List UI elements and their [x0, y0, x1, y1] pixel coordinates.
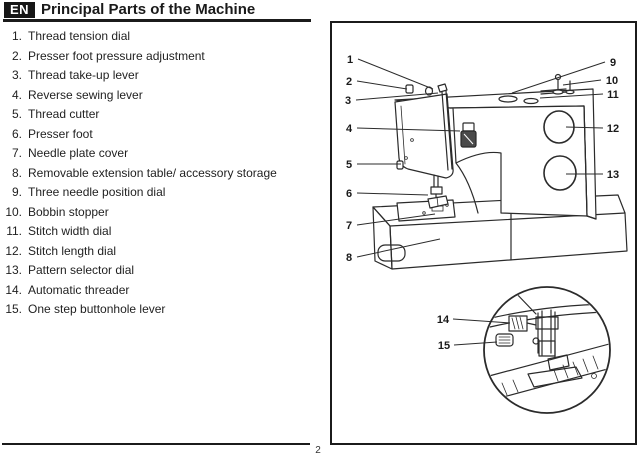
list-item: 11. Stitch width dial: [0, 222, 325, 242]
item-number: 13.: [5, 263, 22, 277]
item-label: Reverse sewing lever: [28, 87, 143, 102]
item-label: One step buttonhole lever: [28, 302, 166, 316]
item-number: 10.: [5, 204, 22, 219]
list-item: 8. Removable extension table/ accessory s…: [0, 164, 325, 184]
list-item: 2. Presser foot pressure adjustment: [0, 47, 325, 67]
list-item: 4. Reverse sewing lever: [0, 86, 325, 106]
sewing-machine-illustration: 1 2 3 4 5 6 7 8 9 10 11 12 13 14 15: [345, 54, 628, 414]
diagram-panel: 1 2 3 4 5 6 7 8 9 10 11 12 13 14 15: [330, 21, 637, 445]
callout-5: 5: [346, 159, 352, 171]
item-number: 2.: [11, 48, 22, 63]
bottom-rule: [2, 443, 310, 445]
leader-lines: [355, 58, 606, 346]
item-label: Presser foot: [28, 126, 93, 141]
take-up-lever: [437, 83, 448, 93]
item-label: Removable extension table/ accessory sto…: [28, 165, 277, 180]
item-label: Presser foot pressure adjustment: [28, 48, 205, 63]
automatic-threader: [508, 315, 537, 332]
parts-list: 1. Thread tension dial 2. Presser foot pre…: [0, 27, 325, 320]
callout-11: 11: [607, 89, 619, 101]
callout-12: 12: [607, 123, 619, 135]
list-item: 3. Thread take-up lever: [0, 66, 325, 86]
list-item: 12. Stitch length dial: [0, 242, 325, 262]
item-label: Thread tension dial: [28, 29, 131, 43]
machine-head: [394, 83, 454, 209]
item-number: 7.: [11, 146, 22, 160]
item-label: Needle plate cover: [28, 146, 129, 160]
list-item: 10. Bobbin stopper: [0, 203, 325, 223]
language-badge: EN: [4, 2, 35, 18]
pattern-selector-dial: [543, 155, 577, 191]
list-item: 9. Three needle position dial: [0, 183, 325, 203]
callout-8: 8: [346, 252, 352, 264]
callout-3: 3: [345, 95, 351, 107]
presser-foot: [427, 174, 449, 209]
callout-4: 4: [346, 123, 353, 135]
item-label: Thread take-up lever: [28, 68, 139, 82]
page-title: Principal Parts of the Machine: [41, 1, 256, 18]
item-label: Three needle position dial: [28, 185, 166, 199]
callout-14: 14: [437, 314, 450, 326]
detail-circle: [483, 286, 611, 414]
item-number: 8.: [11, 165, 22, 180]
callout-2: 2: [346, 76, 352, 88]
list-item: 5. Thread cutter: [0, 105, 325, 125]
list-item: 1. Thread tension dial: [0, 27, 325, 47]
item-label: Thread cutter: [28, 107, 100, 121]
list-item: 14. Automatic threader: [0, 281, 325, 301]
list-item: 6. Presser foot: [0, 125, 325, 145]
item-number: 15.: [5, 302, 22, 316]
callout-6: 6: [346, 188, 352, 200]
callout-15: 15: [438, 340, 450, 352]
item-number: 3.: [11, 68, 22, 82]
item-label: Stitch width dial: [28, 224, 112, 238]
item-number: 14.: [5, 282, 22, 297]
callout-1: 1: [347, 54, 353, 66]
item-label: Stitch length dial: [28, 243, 117, 258]
callout-7: 7: [346, 220, 352, 232]
list-item: 15. One step buttonhole lever: [0, 300, 325, 320]
list-item: 13. Pattern selector dial: [0, 261, 325, 281]
title-rule: [3, 19, 311, 22]
thread-cutter: [396, 160, 404, 170]
item-number: 12.: [5, 243, 22, 258]
item-label: Bobbin stopper: [28, 204, 109, 219]
callout-labels: 1 2 3 4 5 6 7 8 9 10 11 12 13 14 15: [345, 54, 619, 352]
page-number: 2: [315, 445, 321, 456]
pressure-adjustment: [405, 84, 414, 94]
list-item: 7. Needle plate cover: [0, 144, 325, 164]
callout-13: 13: [607, 169, 619, 181]
item-number: 5.: [11, 107, 22, 121]
item-number: 11.: [6, 224, 22, 238]
callout-10: 10: [606, 75, 618, 87]
callout-9: 9: [610, 57, 616, 69]
buttonhole-lever: [495, 333, 514, 347]
reverse-lever: [460, 122, 477, 148]
item-number: 4.: [11, 87, 22, 102]
item-number: 1.: [11, 29, 22, 43]
item-number: 6.: [11, 126, 22, 141]
item-label: Pattern selector dial: [28, 263, 135, 277]
item-label: Automatic threader: [28, 282, 130, 297]
item-number: 9.: [11, 185, 22, 199]
